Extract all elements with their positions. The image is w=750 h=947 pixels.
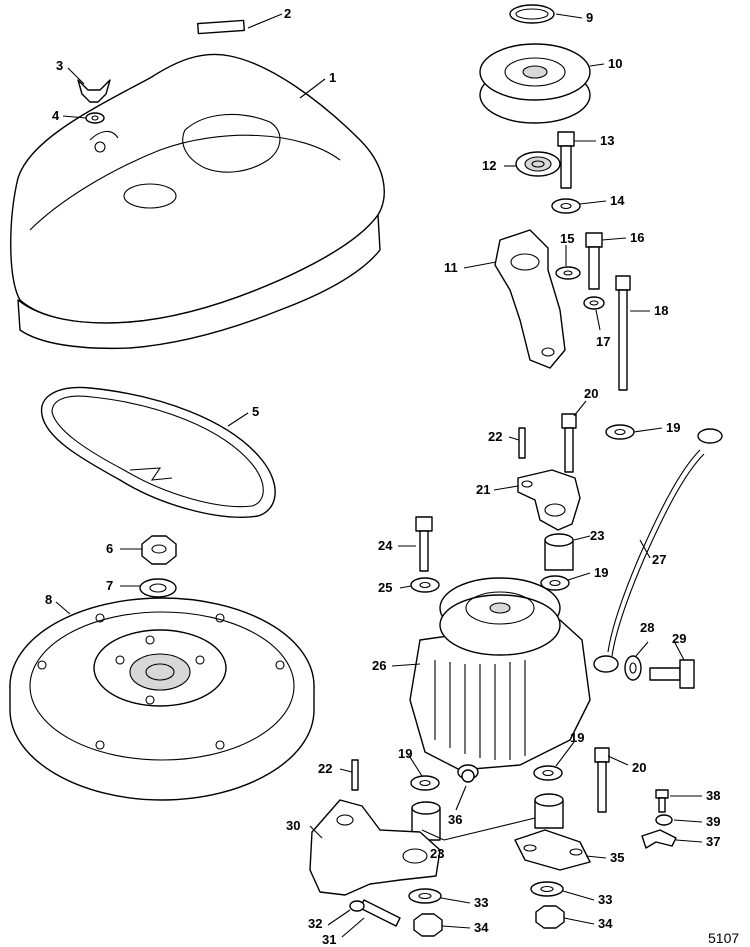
callout-19d: 19	[570, 730, 584, 745]
flywheel-cover	[10, 53, 385, 350]
callout-35: 35	[610, 850, 624, 865]
callout-5: 5	[252, 404, 259, 419]
washer-33	[408, 881, 564, 904]
nut-34	[413, 905, 565, 937]
wing-nut	[77, 79, 111, 103]
callout-8: 8	[45, 592, 52, 607]
bolt-16	[585, 232, 603, 290]
callout-24: 24	[378, 538, 393, 553]
callout-32: 32	[308, 916, 322, 931]
drive-belt	[40, 386, 276, 518]
bolt-24	[415, 516, 433, 572]
lock-washer-17	[583, 296, 605, 310]
callout-37: 37	[706, 834, 720, 849]
callout-14: 14	[610, 193, 625, 208]
callout-6: 6	[106, 541, 113, 556]
callout-38: 38	[706, 788, 720, 803]
callout-9: 9	[586, 10, 593, 25]
flywheel	[9, 597, 315, 801]
callout-10: 10	[608, 56, 622, 71]
terminal-36	[461, 769, 475, 783]
washer	[85, 112, 105, 124]
callout-12: 12	[482, 158, 496, 173]
callout-2: 2	[284, 6, 291, 21]
cable-clamp	[641, 829, 677, 849]
callout-22a: 22	[488, 429, 502, 444]
callout-27: 27	[652, 552, 666, 567]
screw-38	[655, 789, 669, 813]
callout-3: 3	[56, 58, 63, 73]
callout-19a: 19	[666, 420, 680, 435]
callout-39: 39	[706, 814, 720, 829]
callout-29: 29	[672, 631, 686, 646]
leader-lines	[55, 13, 703, 938]
long-bolt-18	[615, 275, 631, 391]
callout-18: 18	[654, 303, 668, 318]
bushing-23	[411, 533, 574, 841]
callout-21: 21	[476, 482, 490, 497]
callout-16: 16	[630, 230, 644, 245]
flywheel-nut	[141, 535, 177, 565]
callout-17: 17	[596, 334, 610, 349]
callout-13: 13	[600, 133, 614, 148]
bolt-13	[557, 131, 575, 189]
callout-33a: 33	[474, 895, 488, 910]
lock-washer-32	[349, 900, 365, 912]
callout-1: 1	[329, 70, 336, 85]
callout-26: 26	[372, 658, 386, 673]
alternator	[409, 577, 591, 780]
callout-23b: 23	[430, 846, 444, 861]
bolt-20	[561, 413, 610, 813]
callout-22b: 22	[318, 761, 332, 776]
lower-bracket	[309, 799, 441, 896]
callout-4: 4	[52, 108, 60, 123]
washer-14	[551, 198, 581, 214]
callout-20a: 20	[584, 386, 598, 401]
washer-39	[655, 814, 673, 826]
callout-23a: 23	[590, 528, 604, 543]
callout-15: 15	[560, 231, 574, 246]
callout-34a: 34	[474, 920, 489, 935]
callout-11: 11	[444, 260, 458, 275]
callout-36: 36	[448, 812, 462, 827]
stud-31	[359, 899, 401, 927]
callout-7: 7	[106, 578, 113, 593]
washer-15	[555, 266, 581, 280]
retaining-ring	[509, 4, 555, 24]
callout-19c: 19	[398, 746, 412, 761]
figure-number: 5107	[708, 930, 739, 946]
ground-cable	[593, 428, 723, 673]
callout-30: 30	[286, 818, 300, 833]
key	[197, 19, 245, 35]
washer-25	[410, 577, 440, 593]
callout-33b: 33	[598, 892, 612, 907]
mounting-plate	[514, 829, 591, 871]
bearing	[515, 151, 561, 177]
callout-34b: 34	[598, 916, 613, 931]
upper-bracket	[517, 469, 581, 531]
idler-bracket	[494, 229, 566, 369]
stud-22	[351, 427, 526, 791]
callout-28: 28	[640, 620, 654, 635]
callout-numbers: 1 2 3 4 5 6 7 8 9 10 11 12 13 14 15 16 1…	[45, 6, 720, 947]
washer-28	[624, 655, 642, 681]
bolt-29	[649, 659, 695, 689]
callout-31: 31	[322, 932, 336, 947]
pulley	[479, 43, 591, 124]
washer-19	[410, 424, 635, 791]
callout-20b: 20	[632, 760, 646, 775]
callout-19b: 19	[594, 565, 608, 580]
callout-25: 25	[378, 580, 392, 595]
flywheel-washer	[139, 578, 177, 598]
